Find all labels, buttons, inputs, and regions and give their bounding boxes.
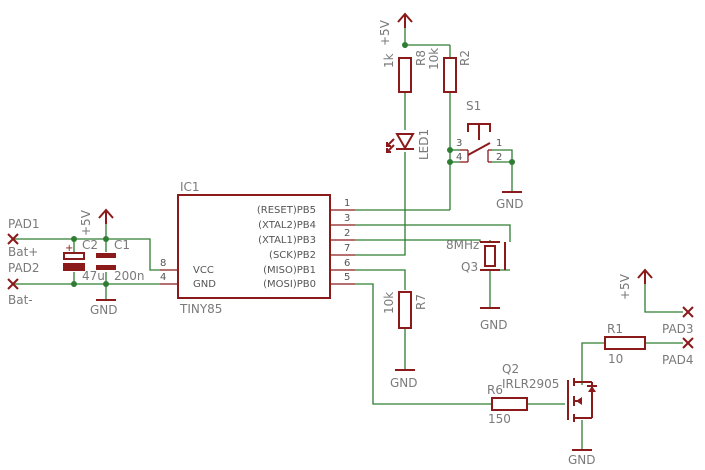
vcc-label-right: +5V xyxy=(618,273,632,300)
vcc-label-top: +5V xyxy=(378,19,392,46)
ic1-pin-6-num: 6 xyxy=(344,258,350,269)
r6-value: 150 xyxy=(488,412,511,426)
labels: PAD1 Bat+ PAD2 Bat- PAD3 PAD4 +5V +5V +5… xyxy=(8,19,694,467)
junctions xyxy=(71,42,515,287)
crystal-q3 xyxy=(480,241,506,271)
pad2-label: PAD2 xyxy=(8,261,40,275)
c2-name: C2 xyxy=(82,238,98,252)
ic1-pin-1-num: 1 xyxy=(344,198,350,209)
led1-name: LED1 xyxy=(417,129,431,160)
junction xyxy=(447,147,453,153)
s1-pin-3: 3 xyxy=(456,138,462,149)
ic1-pin-8-num: 8 xyxy=(160,258,166,269)
r1-value: 10 xyxy=(608,352,623,366)
r2-name: R2 xyxy=(458,50,472,66)
ic1-pin-gnd-label: GND xyxy=(193,279,216,290)
switch-s1: 3 4 1 2 xyxy=(456,123,502,163)
s1-pin-1: 1 xyxy=(496,138,502,149)
junction xyxy=(103,236,109,242)
c2-polarity: + xyxy=(65,243,73,254)
junction xyxy=(402,42,408,48)
wires xyxy=(13,26,683,450)
gnd-label-q3: GND xyxy=(480,318,508,332)
junction xyxy=(71,281,77,287)
gnd-label-left: GND xyxy=(90,303,118,317)
ic1-value: TINY85 xyxy=(179,302,222,316)
r7-value: 10k xyxy=(382,292,396,314)
r2-value: 10k xyxy=(427,48,441,70)
bat-minus-label: Bat- xyxy=(8,293,33,307)
led1 xyxy=(386,133,415,153)
junction xyxy=(447,159,453,165)
pad-marks xyxy=(7,233,694,349)
capacitor-c1 xyxy=(96,253,116,270)
resistor-r1 xyxy=(604,336,646,350)
q2-value: IRLR2905 xyxy=(502,377,559,391)
pad3-mark xyxy=(682,306,694,318)
q2-name: Q2 xyxy=(502,362,519,376)
ic1-pin-7-num: 7 xyxy=(344,243,350,254)
ic1-name: IC1 xyxy=(180,180,200,194)
s1-name: S1 xyxy=(466,99,481,113)
r7-name: R7 xyxy=(414,294,428,310)
resistor-r2 xyxy=(443,57,457,93)
c1-name: C1 xyxy=(114,238,130,252)
junction xyxy=(103,281,109,287)
r1-name: R1 xyxy=(607,322,623,336)
gnd-symbols xyxy=(96,191,592,451)
pad4-label: PAD4 xyxy=(662,353,694,367)
ic1: IC1 TINY85 VCC GND 8 4 (RESET)PB5 (XTAL2… xyxy=(160,180,355,316)
capacitor-c2: + xyxy=(63,243,85,271)
ic1-pin-5-num: 5 xyxy=(344,272,350,283)
q3-value: 8MHz xyxy=(446,238,479,252)
resistor-r8 xyxy=(398,57,412,93)
mosfet-q2 xyxy=(567,378,597,422)
gnd-label-q2: GND xyxy=(568,453,596,467)
vcc-arrow-right xyxy=(637,268,653,284)
ic1-pin-2-num: 2 xyxy=(344,228,350,239)
r8-value: 1k xyxy=(382,53,396,68)
ic1-pin-vcc-label: VCC xyxy=(193,265,214,276)
c1-value: 200n xyxy=(114,269,145,283)
pad3-label: PAD3 xyxy=(662,322,694,336)
ic1-pin-4-num: 4 xyxy=(160,272,166,283)
vcc-arrow-top xyxy=(397,12,413,28)
bat-plus-label: Bat+ xyxy=(8,245,38,259)
ic1-pin-pb0-label: (MOSI)PB0 xyxy=(263,279,316,290)
gnd-label-s1: GND xyxy=(496,197,524,211)
pad1-label: PAD1 xyxy=(8,217,40,231)
junction xyxy=(509,159,515,165)
s1-pin-2: 2 xyxy=(496,152,502,163)
junction xyxy=(71,236,77,242)
r8-name: R8 xyxy=(414,50,428,66)
ic1-pin-pb3-label: (XTAL1)PB3 xyxy=(258,235,316,246)
c2-value: 47u xyxy=(82,269,105,283)
pad1-mark xyxy=(7,233,19,245)
r6-name: R6 xyxy=(487,383,503,397)
s1-pin-4: 4 xyxy=(456,152,462,163)
resistor-r7 xyxy=(398,291,412,329)
vcc-label-left: +5V xyxy=(79,209,93,236)
vcc-arrow-left xyxy=(98,208,114,224)
ic1-body xyxy=(177,194,331,299)
vcc-symbols xyxy=(98,12,653,284)
q3-name: Q3 xyxy=(461,260,478,274)
ic1-pin-pb1-label: (MISO)PB1 xyxy=(263,265,316,276)
pad2-mark xyxy=(7,278,19,290)
pad4-mark xyxy=(682,337,694,349)
ic1-pin-pb5-label: (RESET)PB5 xyxy=(257,205,316,216)
ic1-pin-pb4-label: (XTAL2)PB4 xyxy=(258,220,316,231)
ic1-pin-pb2-label: (SCK)PB2 xyxy=(269,250,316,261)
gnd-label-r7: GND xyxy=(390,376,418,390)
resistor-r6 xyxy=(491,397,528,411)
ic1-pin-3-num: 3 xyxy=(344,213,350,224)
